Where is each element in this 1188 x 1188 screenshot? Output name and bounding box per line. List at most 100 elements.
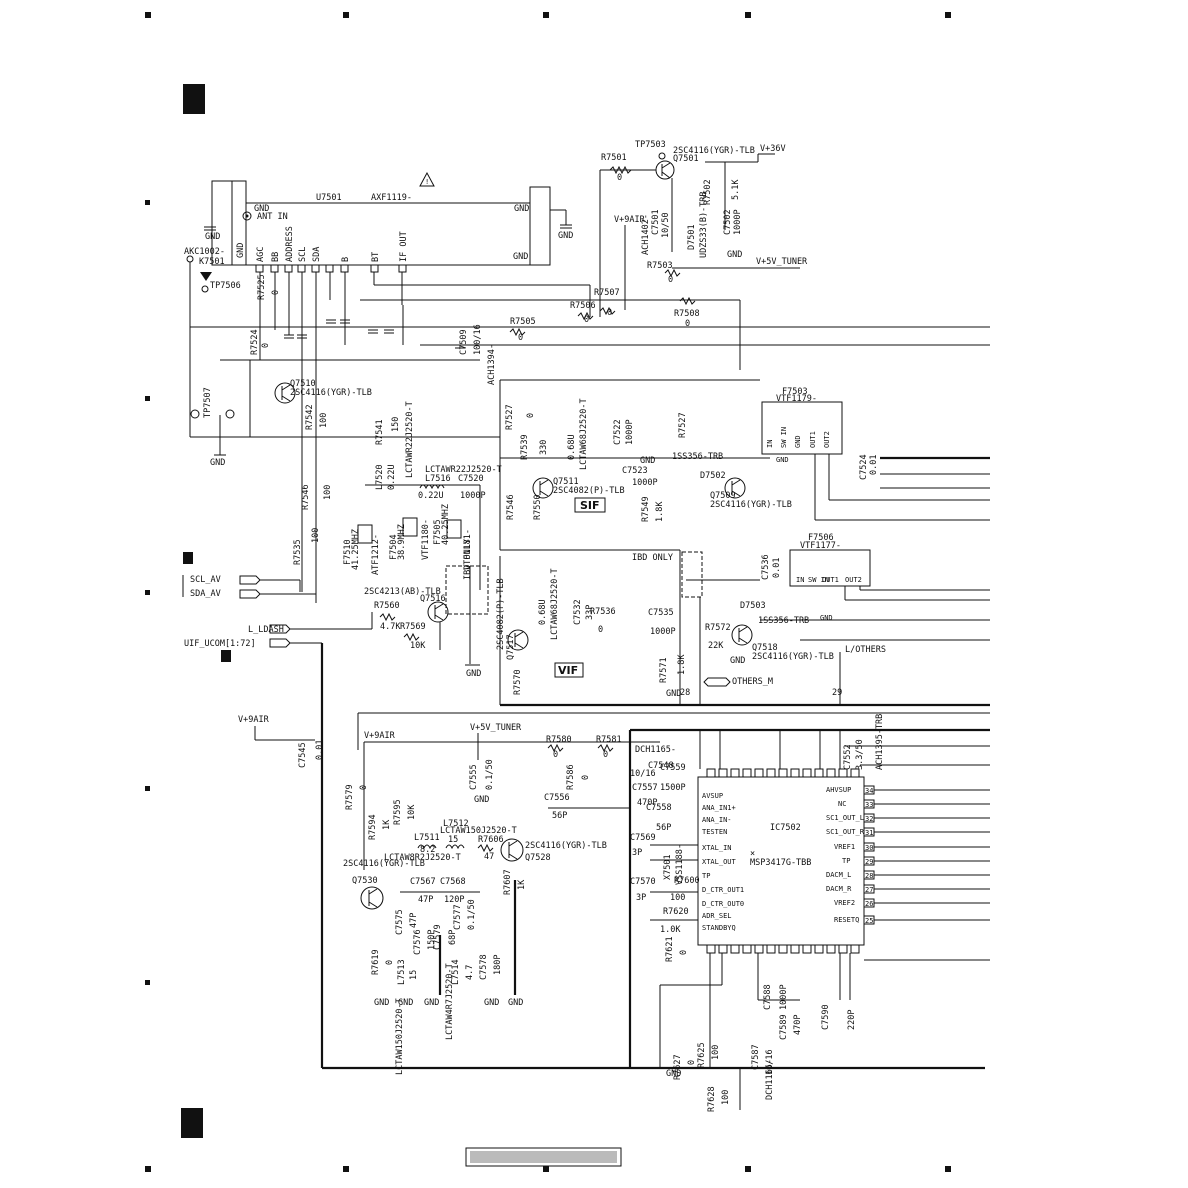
svg-text:SW IN: SW IN [780,427,788,448]
svg-text:F7506: F7506 [808,533,834,543]
svg-text:GND: GND [513,252,528,262]
svg-text:R7586: R7586 [566,764,576,790]
svg-text:33: 33 [865,801,873,809]
svg-text:TP: TP [842,857,850,865]
svg-text:V+36V: V+36V [760,144,786,154]
svg-text:GND: GND [210,458,225,468]
svg-text:100: 100 [670,893,685,903]
connector-marker-b [221,650,231,662]
svg-text:V+9AIR: V+9AIR [238,715,270,725]
svg-text:0: 0 [359,785,369,790]
svg-text:1K: 1K [382,819,392,830]
section-marker-a [183,84,205,114]
svg-text:100: 100 [323,485,333,500]
svg-text:100: 100 [721,1090,731,1105]
svg-text:C7579: C7579 [433,924,443,950]
svg-text:0: 0 [271,290,281,295]
svg-text:R7527: R7527 [678,412,688,438]
svg-text:0: 0 [581,775,591,780]
svg-text:C7587: C7587 [751,1044,761,1070]
ic7502-part: MSP3417G-TBB [750,858,811,868]
svg-text:10K: 10K [410,641,426,651]
svg-text:D7502: D7502 [700,471,726,481]
svg-text:C7545: C7545 [298,742,308,768]
svg-text:V+9AIR: V+9AIR [364,731,396,741]
svg-text:0: 0 [526,413,536,418]
svg-text:0: 0 [617,173,622,183]
svg-text:15: 15 [448,835,458,845]
svg-text:4.7: 4.7 [465,965,475,980]
svg-text:C7577: C7577 [453,904,463,930]
ant-in-label: ANT IN [257,212,288,222]
svg-text:GND: GND [466,669,481,679]
svg-text:3.3/50: 3.3/50 [855,739,865,770]
svg-text:1000P: 1000P [779,984,789,1010]
scl-av-label: SCL_AV [190,575,221,585]
svg-text:R7505: R7505 [510,317,536,327]
svg-text:330: 330 [539,440,549,455]
svg-text:L7512: L7512 [443,819,469,829]
svg-text:R7502: R7502 [703,179,713,205]
antenna-connector-icon [242,211,252,221]
svg-text:DCH1165-: DCH1165- [765,1059,775,1100]
svg-text:D7501: D7501 [687,224,697,250]
svg-text:2SC4116(YGR)-TLB: 2SC4116(YGR)-TLB [525,841,607,851]
svg-text:SC1_OUT_L: SC1_OUT_L [826,814,864,822]
svg-text:26: 26 [865,900,873,908]
svg-text:R7569: R7569 [400,622,426,632]
svg-text:31: 31 [865,829,873,837]
svg-text:LCTAW68J2520-T: LCTAW68J2520-T [579,398,589,470]
svg-text:2SC4116(YGR)-TLB: 2SC4116(YGR)-TLB [343,859,425,869]
svg-text:0: 0 [553,750,558,760]
svg-text:R7524: R7524 [250,329,260,355]
q7517-transistor-icon [507,629,529,651]
svg-text:V+5V_TUNER: V+5V_TUNER [756,257,808,267]
svg-text:VSS1188-: VSS1188- [675,844,685,885]
svg-text:ANA_IN-: ANA_IN- [702,816,732,824]
svg-text:GND: GND [514,204,529,214]
svg-text:1.8K: 1.8K [677,654,687,675]
svg-text:R7621: R7621 [665,936,675,962]
svg-text:ATF1212-: ATF1212- [371,534,381,575]
filter-f7503: F7503 VTF1179- IN SW IN GND OUT1 OUT2 GN… [761,387,990,521]
test-arrow-icon [200,272,212,281]
svg-text:C7569: C7569 [630,833,656,843]
svg-text:47P: 47P [418,895,433,905]
sif-label: SIF [580,499,600,512]
svg-text:GND: GND [474,795,489,805]
svg-text:R7579: R7579 [345,784,355,810]
svg-text:0: 0 [685,319,690,329]
svg-text:10K: 10K [407,804,417,820]
agc-section: TP7507 GND Q7510 2SC4116(YGR)-TLB R7542 … [189,262,591,603]
svg-text:C7557: C7557 [632,783,658,793]
svg-text:R7619: R7619 [371,949,381,975]
svg-text:2SC4082(P)-TLB: 2SC4082(P)-TLB [496,578,506,650]
svg-text:R7527: R7527 [505,404,515,430]
svg-text:IBD ONLY: IBD ONLY [632,553,673,563]
svg-text:C7588: C7588 [763,984,773,1010]
tuner-module: U7501 AXF1119- GND GND GND ANT IN ! AGC … [184,171,573,293]
others-m-port-icon [703,677,731,687]
svg-text:2SC4116(YGR)-TLB: 2SC4116(YGR)-TLB [290,388,372,398]
svg-text:Q7509: Q7509 [710,491,736,501]
svg-text:C7555: C7555 [469,764,479,790]
svg-text:Q7517: Q7517 [506,634,516,660]
svg-text:0: 0 [598,625,603,635]
svg-text:Q7518: Q7518 [752,643,778,653]
svg-text:Q7528: Q7528 [525,853,551,863]
svg-text:GND: GND [776,456,789,464]
power-section: TP7503 2SC4116(YGR)-TLB Q7501 V+36V R750… [190,140,990,385]
svg-text:1000P: 1000P [632,478,658,488]
q7530-audio-transistor-icon [360,886,384,910]
svg-text:VREF2: VREF2 [834,899,855,907]
svg-text:2SC4213(AB)-TLB: 2SC4213(AB)-TLB [364,587,441,597]
svg-text:BB: BB [271,252,281,262]
svg-text:Q7530: Q7530 [352,876,378,886]
svg-text:SCL: SCL [298,247,308,262]
svg-text:LCTAWR22J2520-T: LCTAWR22J2520-T [405,401,415,478]
svg-text:F7510: F7510 [343,539,353,565]
svg-text:68P: 68P [448,930,458,945]
svg-text:100: 100 [711,1045,721,1060]
svg-text:VTF1181-: VTF1181- [463,529,473,570]
svg-text:100: 100 [311,528,321,543]
